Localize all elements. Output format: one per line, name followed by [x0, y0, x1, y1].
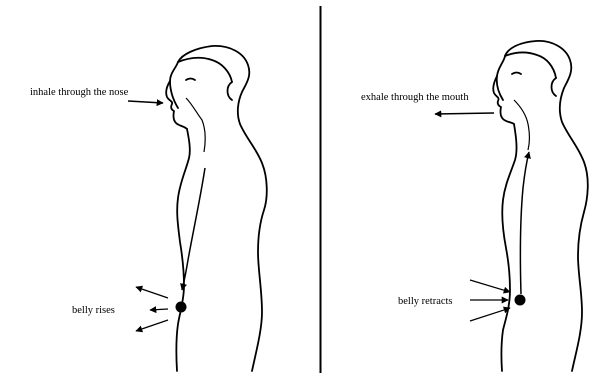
belly-retracts-label: belly retracts: [398, 296, 453, 307]
belly-rises-label: belly rises: [72, 305, 115, 316]
right-belly-dot: [515, 295, 526, 306]
mouth-arrow: [435, 113, 494, 114]
belly-retract-arrow-top: [470, 280, 510, 292]
exhale-mouth-label: exhale through the mouth: [361, 92, 469, 103]
inhale-nose-label: inhale through the nose: [30, 87, 129, 98]
belly-rise-arrow-mid: [150, 309, 168, 310]
left-figure-outline: [166, 46, 267, 371]
nose-arrow: [128, 101, 163, 103]
right-panel: exhale through the mouth belly retracts: [361, 41, 588, 371]
left-belly-dot: [176, 302, 187, 313]
left-panel: inhale through the nose belly rises: [30, 46, 267, 371]
belly-retract-arrow-bottom: [470, 308, 510, 321]
right-figure-outline: [493, 41, 588, 371]
belly-rise-arrow-bottom: [136, 320, 168, 331]
exhale-up-arrow: [520, 152, 529, 294]
belly-rise-arrow-top: [136, 287, 168, 298]
inhale-down-arrow: [182, 168, 205, 290]
